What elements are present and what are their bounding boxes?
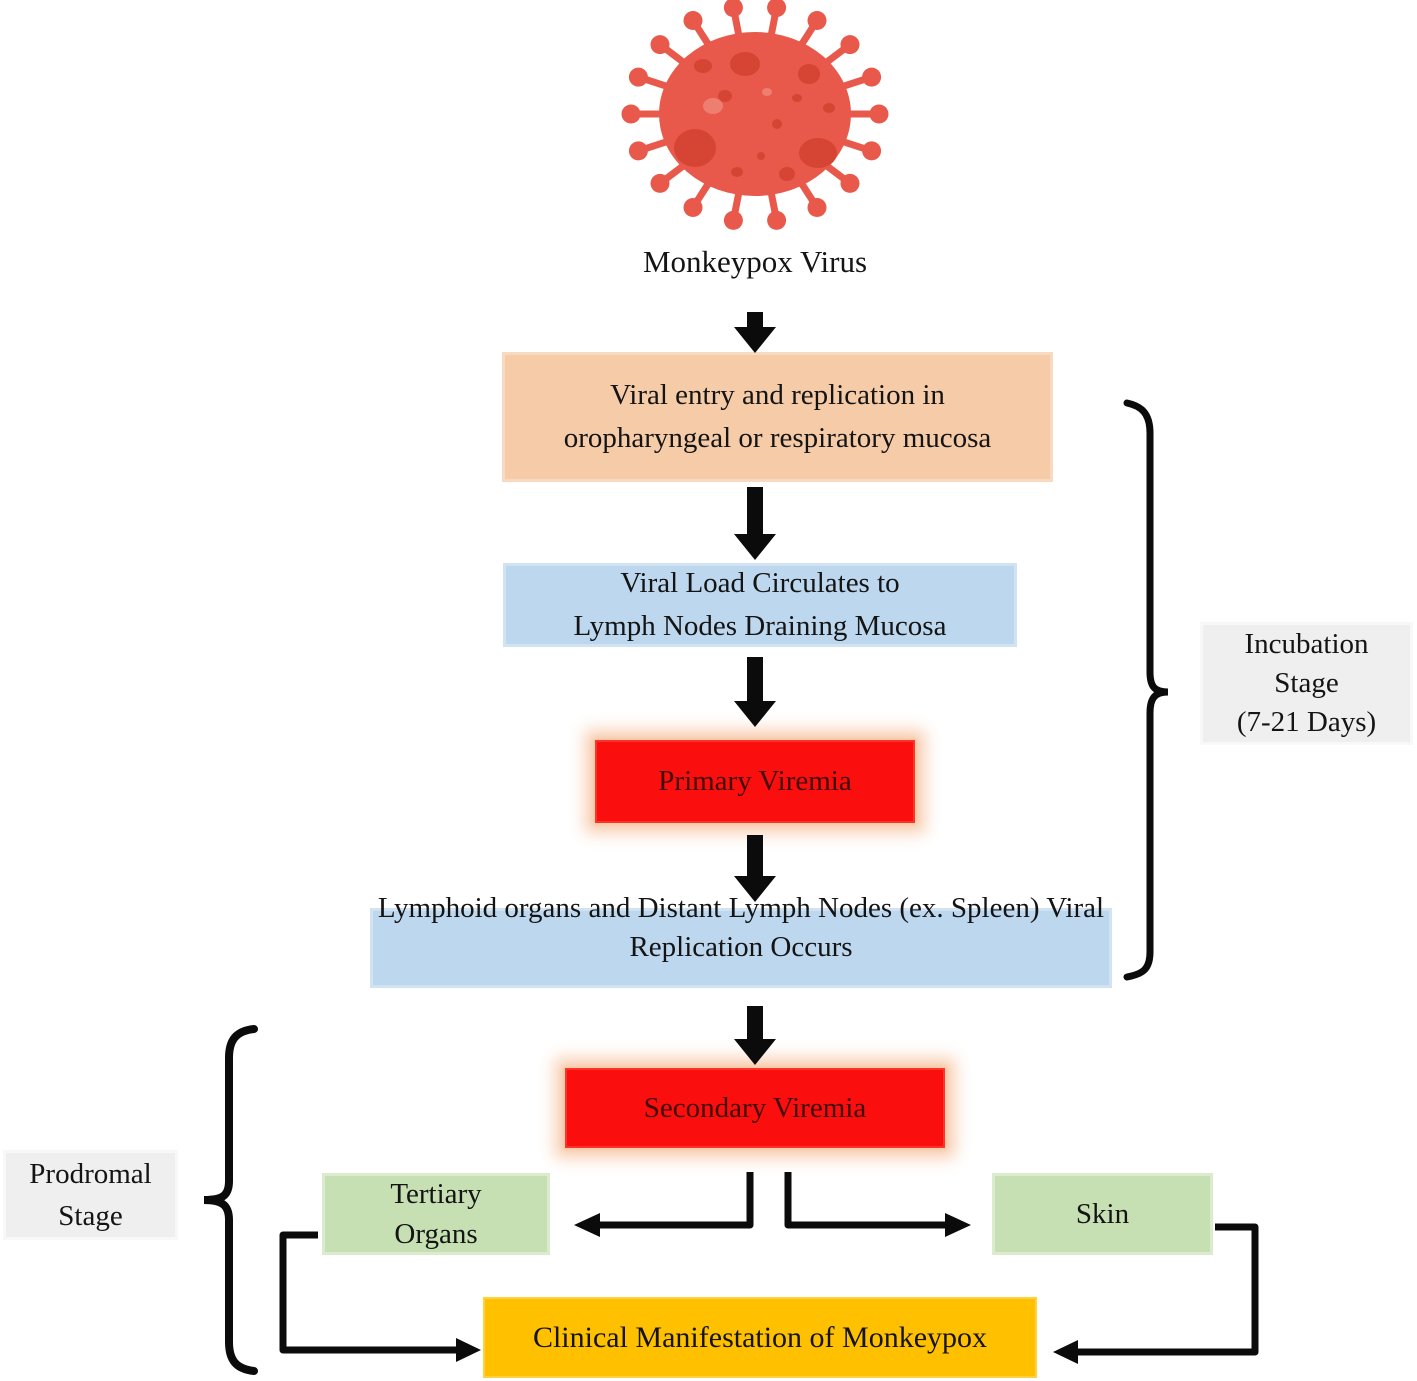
box-primary-viremia: Primary Viremia (595, 740, 915, 823)
monkeypox-virus-icon (621, 0, 889, 230)
primary-viremia-label: Primary Viremia (658, 765, 852, 797)
box-clinical-manifestation: Clinical Manifestation of Monkeypox (483, 1297, 1037, 1378)
box-secondary-viremia: Secondary Viremia (565, 1068, 945, 1148)
box-viral-load-circulates: Viral Load Circulates to Lymph Nodes Dra… (503, 563, 1017, 647)
arrowhead-to-tertiary (574, 1213, 600, 1237)
tertiary-line1: Tertiary (390, 1178, 482, 1210)
box-viral-entry-line1: Viral entry and replication in (610, 379, 945, 411)
lymphoid-line2: Spleen) (950, 892, 1040, 924)
down-arrow-virus-to-entry (734, 312, 776, 353)
secondary-viremia-label: Secondary Viremia (643, 1091, 867, 1124)
virus-spots-light (703, 88, 772, 114)
skin-label: Skin (1075, 1197, 1130, 1230)
box-lymphoid-organs-text: Lymphoid organs and Distant Lymph Nodes … (330, 889, 1152, 967)
box-viral-load-line1: Viral Load Circulates to (620, 567, 900, 599)
down-arrow-entry-to-lymph (734, 487, 776, 560)
prodromal-stage-label: Prodromal Stage (3, 1150, 178, 1240)
down-arrow-lymph-to-primary (734, 657, 776, 727)
box-viral-entry-line2: oropharyngeal or respiratory mucosa (563, 422, 992, 454)
box-viral-load-line2: Lymph Nodes Draining Mucosa (573, 610, 947, 642)
incubation-line3: (7-21 Days) (1236, 706, 1377, 738)
virus-spike-knobs (621, 0, 889, 230)
branch-line-to-skin (784, 1172, 946, 1229)
box-skin: Skin (992, 1173, 1213, 1255)
incubation-line1: Incubation (1244, 628, 1369, 660)
box-lymphoid-organs (370, 908, 1112, 988)
lymphoid-line1: Lymphoid organs and Distant Lymph Nodes … (377, 892, 944, 924)
virus-spots (674, 52, 837, 181)
prodromal-line2: Stage (58, 1200, 123, 1232)
arrowhead-to-clinical-right (1053, 1340, 1078, 1364)
tertiary-line2: Organs (394, 1218, 478, 1250)
prodromal-stage-bracket (203, 1025, 258, 1375)
incubation-line2: Stage (1274, 667, 1339, 699)
virus-caption: Monkeypox Virus (642, 244, 868, 279)
arrowhead-to-skin (945, 1213, 971, 1237)
arrowhead-to-clinical-left (456, 1338, 481, 1362)
clinical-label: Clinical Manifestation of Monkeypox (532, 1320, 988, 1354)
box-tertiary-organs: Tertiary Organs (322, 1173, 550, 1255)
down-arrow-lymphoid-to-secondary (734, 1006, 776, 1065)
box-viral-entry: Viral entry and replication in oropharyn… (502, 352, 1053, 482)
prodromal-line1: Prodromal (29, 1158, 152, 1190)
branch-line-to-tertiary (599, 1172, 754, 1229)
incubation-stage-label: Incubation Stage (7-21 Days) (1200, 622, 1413, 745)
lymphoid-line3: Viral Replication Occurs (629, 892, 1105, 963)
